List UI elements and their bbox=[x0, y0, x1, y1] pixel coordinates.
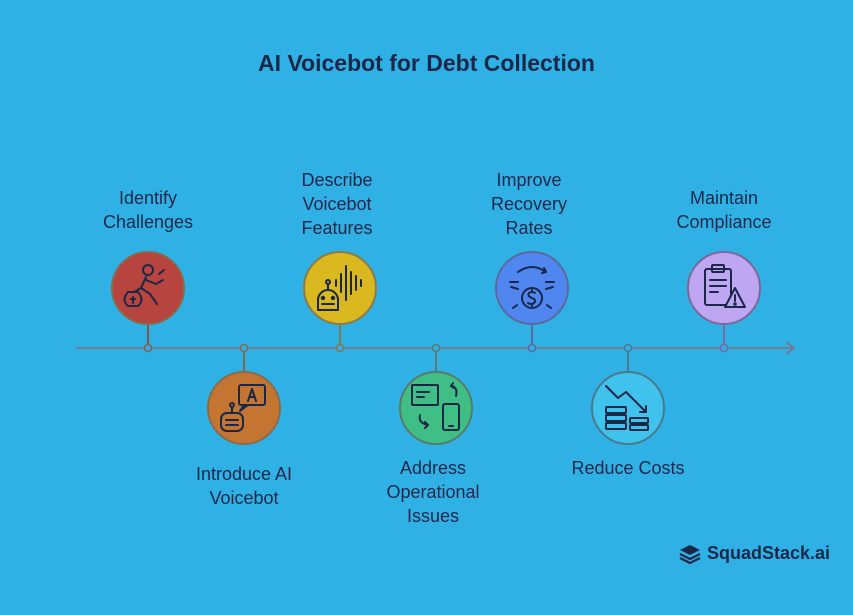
step-introduce-ai-voicebot bbox=[207, 343, 281, 445]
step-label-reduce-costs: Reduce Costs bbox=[571, 458, 685, 478]
step-reduce-costs bbox=[591, 343, 665, 445]
step-describe-voicebot-features bbox=[303, 251, 377, 353]
diagram-title: AI Voicebot for Debt Collection bbox=[258, 50, 595, 76]
devices-sync-icon bbox=[411, 382, 460, 431]
step-label-identify-challenges: Identify Challenges bbox=[102, 188, 194, 232]
robot-voice-icon bbox=[317, 265, 362, 311]
step-label-address-operational-issues: Address Operational Issues bbox=[386, 458, 480, 526]
brand-watermark: SquadStack.ai bbox=[679, 543, 830, 564]
debt-runner-icon bbox=[123, 264, 165, 307]
step-identify-challenges bbox=[111, 251, 185, 353]
step-label-describe-voicebot-features: Describe Voicebot Features bbox=[301, 170, 373, 238]
step-label-introduce-ai-voicebot: Introduce AI Voicebot bbox=[195, 464, 293, 508]
step-label-improve-recovery-rates: Improve Recovery Rates bbox=[490, 170, 568, 238]
layers-logo-icon bbox=[679, 544, 701, 564]
step-improve-recovery-rates bbox=[495, 251, 569, 353]
brand-name: SquadStack.ai bbox=[707, 543, 831, 563]
robot-chat-icon bbox=[220, 384, 266, 432]
timeline-arrowhead bbox=[785, 341, 796, 355]
step-address-operational-issues bbox=[399, 343, 473, 445]
clipboard-warning-icon bbox=[704, 264, 746, 308]
money-recovery-icon bbox=[509, 266, 555, 309]
step-label-maintain-compliance: Maintain Compliance bbox=[676, 188, 772, 232]
step-maintain-compliance bbox=[687, 251, 761, 353]
cost-decrease-icon bbox=[605, 385, 649, 431]
